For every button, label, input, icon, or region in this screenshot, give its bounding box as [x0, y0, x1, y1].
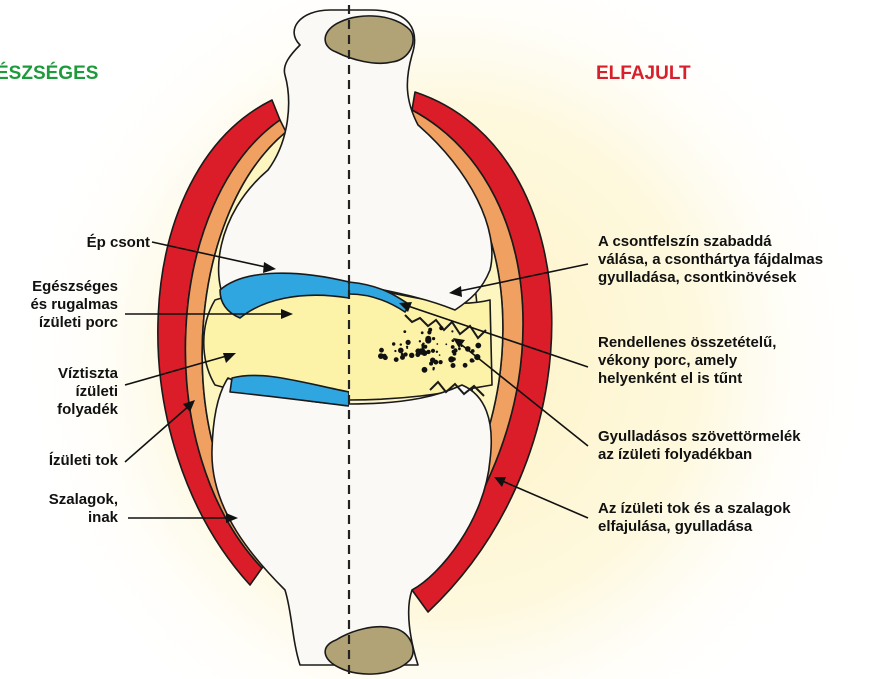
debris-particle — [400, 355, 405, 360]
debris-particle — [379, 348, 384, 353]
debris-particle — [422, 343, 425, 346]
label-inflammatory-debris: Gyulladásos szövettörmelék az ízületi fo… — [598, 428, 801, 464]
debris-particle — [409, 353, 414, 358]
degenerated-heading: ELFAJULT — [596, 63, 691, 85]
debris-particle — [436, 351, 438, 353]
label-clear-fluid: Víztiszta ízületi folyadék — [57, 365, 118, 419]
debris-particle — [422, 345, 426, 349]
label-exposed-bone-surface: A csontfelszín szabaddá válása, a csonth… — [598, 233, 823, 287]
label-capsule-degeneration: Az ízületi tok és a szalagok elfajulása,… — [598, 500, 791, 536]
debris-particle — [422, 367, 428, 373]
debris-particle — [421, 331, 424, 334]
debris-particle — [406, 347, 408, 349]
debris-particle — [383, 355, 388, 360]
debris-particle — [394, 350, 396, 352]
healthy-heading: ÉSZSÉGES — [0, 63, 98, 85]
debris-particle — [406, 340, 411, 345]
debris-particle — [415, 352, 420, 357]
debris-particle — [436, 343, 438, 345]
debris-particle — [451, 363, 456, 368]
debris-particle — [439, 354, 441, 356]
debris-particle — [472, 360, 475, 363]
debris-particle — [419, 340, 421, 342]
debris-particle — [426, 350, 430, 354]
label-ligaments: Szalagok, inak — [49, 491, 118, 527]
debris-particle — [463, 363, 468, 368]
label-thin-cartilage: Rendellenes összetételű, vékony porc, am… — [598, 334, 776, 388]
label-healthy-cartilage: Egészséges és rugalmas ízületi porc — [30, 278, 118, 332]
debris-particle — [400, 343, 402, 345]
debris-particle — [432, 368, 434, 370]
debris-particle — [452, 357, 456, 361]
label-healthy-bone: Ép csont — [87, 234, 150, 252]
debris-particle — [451, 330, 453, 332]
debris-particle — [431, 349, 435, 353]
debris-particle — [451, 345, 455, 349]
debris-particle — [428, 328, 432, 332]
debris-particle — [392, 342, 395, 345]
debris-particle — [452, 339, 455, 342]
debris-particle — [458, 347, 461, 350]
debris-particle — [445, 343, 447, 345]
debris-particle — [475, 343, 481, 349]
debris-particle — [432, 337, 435, 340]
label-joint-capsule: Ízületi tok — [49, 452, 118, 470]
debris-particle — [425, 336, 431, 342]
debris-particle — [403, 330, 406, 333]
debris-particle — [419, 348, 425, 354]
debris-particle — [398, 348, 404, 354]
debris-particle — [430, 358, 435, 363]
debris-particle — [394, 357, 399, 362]
debris-particle — [453, 352, 457, 356]
debris-particle — [439, 360, 443, 364]
debris-particle — [439, 326, 443, 330]
